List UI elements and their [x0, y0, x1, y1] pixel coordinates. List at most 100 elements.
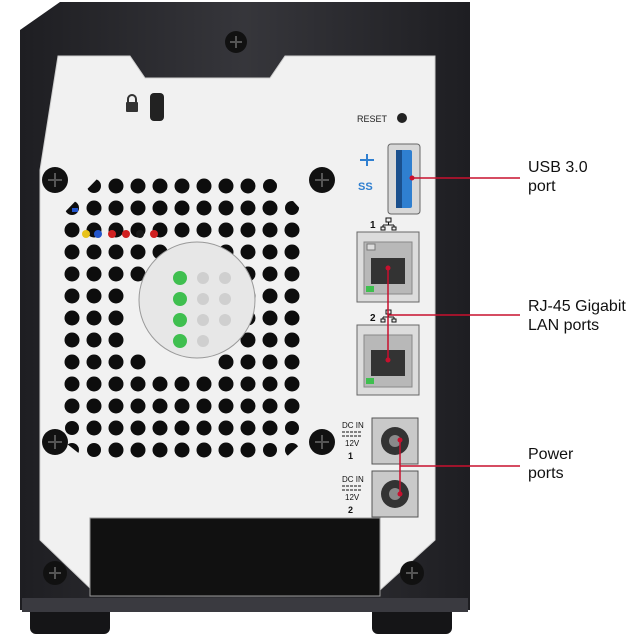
grille-hole	[174, 376, 190, 392]
grille-hole	[240, 354, 256, 370]
grille-hole	[152, 376, 168, 392]
grille-hole	[218, 354, 234, 370]
power-callout: Power ports	[528, 445, 573, 483]
grille-hole	[263, 443, 277, 457]
grille-hole	[262, 266, 278, 282]
grille-hole	[196, 178, 212, 194]
grille-hole	[108, 178, 124, 194]
grille-hole	[108, 376, 124, 392]
grille-hole	[152, 442, 168, 458]
internal-wires	[72, 208, 158, 238]
power-port-1[interactable]	[371, 417, 419, 465]
grille-hole	[218, 420, 234, 436]
grille-hole	[284, 266, 300, 282]
grille-hole	[130, 420, 146, 436]
grille-hole	[174, 420, 190, 436]
lan2-number: 2	[370, 313, 376, 324]
usb-symbol-icon: SS	[358, 181, 373, 193]
grille-hole	[86, 420, 102, 436]
dc-in-label-2: DC IN	[342, 475, 364, 484]
grille-hole	[86, 398, 102, 414]
grille-hole	[130, 178, 146, 194]
grille-hole	[218, 376, 234, 392]
grille-hole	[262, 222, 278, 238]
grille-hole	[65, 421, 79, 435]
grille-hole	[196, 442, 212, 458]
grille-hole	[108, 354, 124, 370]
grille-hole	[130, 376, 146, 392]
grille-hole	[174, 178, 190, 194]
lan1-number: 1	[370, 220, 376, 231]
grille-hole	[64, 266, 80, 282]
reset-button[interactable]	[397, 113, 407, 123]
grille-hole	[108, 244, 124, 260]
grille-hole	[284, 376, 300, 392]
grille-hole	[196, 398, 212, 414]
grille-hole	[196, 376, 212, 392]
grille-hole	[262, 398, 278, 414]
grille-hole	[196, 200, 212, 216]
grille-hole	[285, 201, 299, 215]
grille-hole	[64, 222, 80, 238]
grille-hole	[86, 376, 102, 392]
grille-hole	[263, 179, 277, 193]
grille-hole	[86, 200, 102, 216]
grille-hole	[218, 178, 234, 194]
grille-hole	[130, 244, 146, 260]
grille-hole	[86, 288, 102, 304]
usb-callout-line1: USB 3.0	[528, 159, 588, 176]
grille-hole	[108, 420, 124, 436]
lock-icon	[126, 94, 138, 112]
usb-callout: USB 3.0 port	[528, 158, 588, 196]
grille-hole	[108, 288, 124, 304]
lan-callout: RJ-45 Gigabit LAN ports	[528, 297, 626, 335]
grille-hole	[64, 310, 80, 326]
grille-hole	[262, 288, 278, 304]
grille-hole	[284, 354, 300, 370]
grille-hole	[240, 178, 256, 194]
usb-callout-line2: port	[528, 178, 556, 195]
grille-hole	[174, 442, 190, 458]
lan-callout-line1: RJ-45 Gigabit	[528, 298, 626, 315]
grille-hole	[262, 420, 278, 436]
grille-hole	[240, 222, 256, 238]
grille-hole	[64, 376, 80, 392]
grille-hole	[152, 420, 168, 436]
grille-hole	[108, 442, 124, 458]
power-callout-line2: ports	[528, 465, 564, 482]
grille-hole	[218, 442, 234, 458]
power-callout-line1: Power	[528, 446, 574, 463]
grille-hole	[64, 398, 80, 414]
grille-hole	[108, 200, 124, 216]
grille-hole	[86, 266, 102, 282]
grille-hole	[64, 332, 80, 348]
grille-hole	[240, 442, 256, 458]
grille-hole	[87, 443, 101, 457]
reset-label: RESET	[357, 114, 388, 124]
grille-hole	[262, 332, 278, 348]
grille-hole	[218, 398, 234, 414]
volts-label-1: 12V	[345, 439, 360, 448]
grille-hole	[284, 332, 300, 348]
screw-icon	[42, 31, 424, 585]
grille-hole	[174, 200, 190, 216]
grille-hole	[86, 354, 102, 370]
dc1-number: 1	[348, 451, 353, 461]
kensington-slot	[150, 93, 164, 121]
grille-hole	[86, 244, 102, 260]
grille-hole	[152, 178, 168, 194]
grille-hole	[108, 398, 124, 414]
fan-grille	[62, 176, 305, 470]
grille-hole	[240, 332, 256, 348]
grille-hole	[130, 200, 146, 216]
grille-hole	[152, 200, 168, 216]
grille-hole	[174, 398, 190, 414]
grille-hole	[108, 310, 124, 326]
grille-hole	[130, 354, 146, 370]
grille-hole	[64, 288, 80, 304]
grille-hole	[284, 398, 300, 414]
grille-hole	[86, 332, 102, 348]
grille-hole	[240, 420, 256, 436]
